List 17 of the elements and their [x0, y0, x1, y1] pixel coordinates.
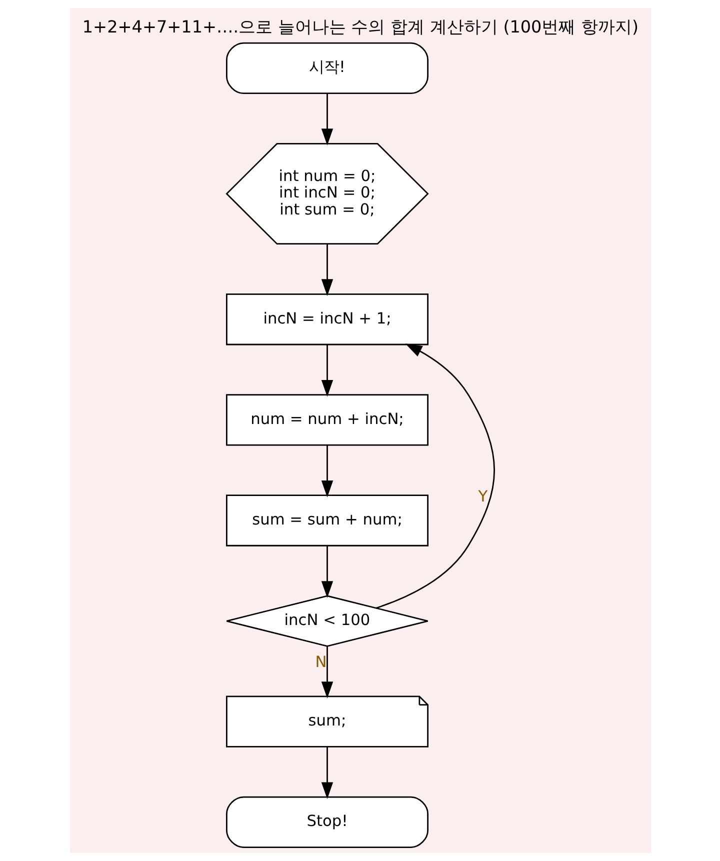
diagram-title: 1+2+4+7+11+….으로 늘어나는 수의 합계 계산하기 (100번째 항까지) — [82, 16, 638, 37]
node-box: num = num + incN; — [226, 394, 428, 446]
node-box: Stop! — [226, 796, 428, 848]
node-box: sum = sum + num; — [226, 494, 428, 546]
edge-label: Y — [478, 487, 488, 506]
arrow — [320, 445, 333, 498]
node-box: incN = incN + 1; — [226, 294, 428, 346]
arrow — [320, 244, 333, 296]
node-box: 시작! — [226, 42, 428, 94]
arrow — [320, 747, 333, 799]
arrow — [320, 344, 333, 397]
node-diamond: incN < 100 — [226, 595, 428, 647]
arrow — [320, 94, 333, 146]
edge-label: N — [314, 653, 326, 671]
arrow — [376, 344, 494, 609]
arrow — [320, 646, 333, 698]
arrow — [320, 546, 333, 598]
